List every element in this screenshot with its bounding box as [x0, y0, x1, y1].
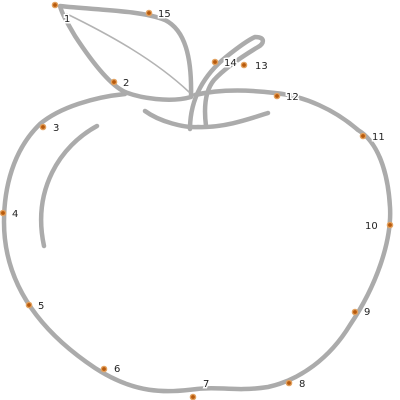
- dot-label-9: 9: [364, 307, 370, 318]
- dot-marker-7[interactable]: [189, 393, 197, 400]
- dot-label-12: 12: [286, 92, 299, 103]
- dot-label-11: 11: [372, 132, 385, 143]
- leaf-outline: [57, 3, 194, 102]
- dot-label-4: 4: [12, 209, 18, 220]
- dot-marker-10[interactable]: [386, 221, 394, 229]
- dot-label-2: 2: [123, 78, 129, 89]
- dot-label-1: 1: [64, 14, 70, 25]
- dot-labels: 1 2 3 4 5 6 7 8 9 10 11 12 13 14 15: [11, 8, 387, 392]
- dot-label-14: 14: [224, 58, 237, 69]
- dot-marker-5[interactable]: [25, 301, 33, 309]
- dot-label-13: 13: [255, 61, 268, 72]
- dot-marker-6[interactable]: [100, 365, 108, 373]
- leaf-vein: [66, 13, 190, 93]
- dot-marker-12[interactable]: [273, 92, 281, 100]
- dot-label-6: 6: [114, 364, 120, 375]
- dot-marker-4[interactable]: [0, 209, 7, 217]
- dot-marker-8[interactable]: [285, 379, 293, 387]
- apple-stem: [187, 34, 266, 132]
- dot-marker-9[interactable]: [351, 308, 359, 316]
- dot-label-10: 10: [365, 221, 378, 232]
- dot-label-3: 3: [53, 123, 59, 134]
- dot-marker-13[interactable]: [240, 61, 248, 69]
- dot-marker-2[interactable]: [110, 78, 118, 86]
- dot-label-5: 5: [38, 301, 44, 312]
- apple-highlight-curve: [38, 123, 100, 249]
- dot-label-8: 8: [299, 379, 305, 390]
- dot-marker-3[interactable]: [39, 123, 47, 131]
- apple-top-cavity: [142, 108, 271, 130]
- dot-label-15: 15: [158, 9, 171, 20]
- dot-marker-1[interactable]: [51, 1, 59, 9]
- dot-label-7: 7: [203, 379, 209, 390]
- dot-marker-14[interactable]: [211, 58, 219, 66]
- dot-marker-11[interactable]: [359, 132, 367, 140]
- apple-body-outline: [1, 88, 393, 394]
- dot-marker-15[interactable]: [145, 9, 153, 17]
